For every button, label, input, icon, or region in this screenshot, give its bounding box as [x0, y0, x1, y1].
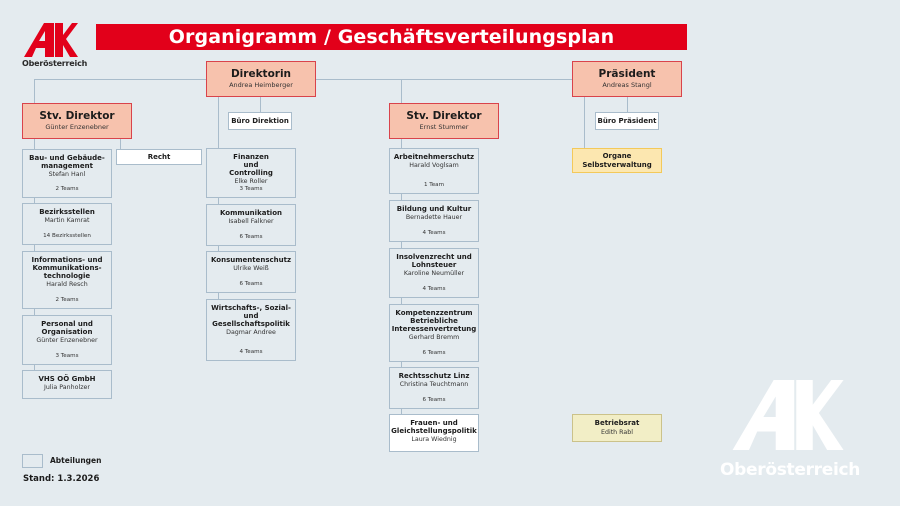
connector	[260, 97, 261, 112]
dept-count: 3 Teams	[239, 186, 263, 192]
stv-direktor-left-name: Günter Enzenebner	[45, 123, 109, 131]
dept-konsumentenschutz: Konsumentenschutz Ulrike Weiß 6 Teams	[206, 251, 296, 293]
dept-title: Kommunikation	[220, 209, 282, 217]
stand-date: Stand: 1.3.2026	[23, 474, 100, 484]
dept-head: Elke Roller	[234, 178, 268, 185]
dept-title: Personal und Organisation	[41, 320, 93, 336]
direktorin-title: Direktorin	[230, 68, 292, 80]
legend-swatch	[22, 454, 43, 468]
dept-title: Finanzen und Controlling	[229, 153, 273, 177]
buero-praesident-box: Büro Präsident	[595, 112, 659, 130]
connector	[316, 79, 573, 80]
dept-count: 2 Teams	[55, 186, 79, 192]
dept-ikt: Informations- und Kommunikations- techno…	[22, 251, 112, 309]
connector	[218, 97, 219, 148]
stv-direktor-left-title: Stv. Direktor	[39, 110, 115, 122]
direktorin-name: Andrea Heimberger	[229, 81, 293, 89]
dept-title: Bezirksstellen	[39, 208, 95, 216]
dept-head: Harald Resch	[46, 281, 88, 288]
dept-title: Informations- und Kommunikations- techno…	[31, 256, 103, 280]
organe-selbstverwaltung-box: Organe Selbstverwaltung	[572, 148, 662, 173]
dept-count: 6 Teams	[422, 350, 446, 356]
page-title: Organigramm / Geschäftsverteilungsplan	[168, 26, 615, 48]
dept-kompetenzzentrum: Kompetenzzentrum Betriebliche Interessen…	[389, 304, 479, 362]
dept-count: 4 Teams	[422, 286, 446, 292]
connector	[401, 79, 402, 103]
dept-head: Ulrike Weiß	[233, 265, 269, 272]
connector	[627, 97, 628, 112]
legend-label: Abteilungen	[50, 456, 102, 465]
betriebsrat-box: Betriebsrat Edith Rabl	[572, 414, 662, 442]
dept-head: Julia Panholzer	[44, 384, 90, 391]
direktorin-box: Direktorin Andrea Heimberger	[206, 61, 316, 97]
dept-rechtsschutz-linz: Rechtsschutz Linz Christina Teuchtmann 6…	[389, 367, 479, 409]
dept-title: Wirtschafts-, Sozial- und Gesellschaftsp…	[211, 304, 291, 328]
dept-count: 4 Teams	[422, 230, 446, 236]
dept-head: Karoline Neumüller	[403, 270, 465, 277]
buero-direktion-label: Büro Direktion	[231, 117, 289, 125]
dept-title: Rechtsschutz Linz	[398, 372, 470, 380]
watermark-subtitle: Oberösterreich	[720, 460, 861, 480]
dept-head: Laura Wiednig	[411, 436, 457, 443]
dept-title: Frauen- und Gleichstellungspolitik	[391, 419, 477, 435]
dept-count: 6 Teams	[239, 234, 263, 240]
dept-count: 1 Team	[423, 182, 445, 188]
dept-title: Kompetenzzentrum Betriebliche Interessen…	[391, 309, 477, 333]
connector	[120, 139, 121, 149]
dept-wirtschafts-sozial-gesellschaftspolitik: Wirtschafts-, Sozial- und Gesellschaftsp…	[206, 299, 296, 361]
dept-head: Gerhard Bremm	[408, 334, 460, 341]
dept-head: Harald Voglsam	[409, 162, 459, 169]
dept-head: Bernadette Hauer	[405, 214, 463, 221]
dept-title: Bau- und Gebäude- management	[29, 154, 105, 170]
dept-vhs-ooe: VHS OÖ GmbH Julia Panholzer	[22, 370, 112, 399]
recht-label: Recht	[147, 153, 171, 161]
page-title-bar: Organigramm / Geschäftsverteilungsplan	[96, 24, 687, 50]
stv-direktor-right-box: Stv. Direktor Ernst Stummer	[389, 103, 499, 139]
betriebsrat-name: Edith Rabl	[600, 429, 634, 436]
dept-head: Isabell Falkner	[228, 218, 274, 225]
dept-bau-gebaeudemanagement: Bau- und Gebäude- management Stefan Hanl…	[22, 149, 112, 198]
praesident-name: Andreas Stangl	[602, 81, 652, 89]
recht-box: Recht	[116, 149, 202, 165]
dept-title: VHS OÖ GmbH	[38, 375, 96, 383]
dept-head: Dagmar Andree	[226, 329, 276, 336]
stv-direktor-right-name: Ernst Stummer	[419, 123, 469, 131]
dept-head: Stefan Hanl	[48, 171, 86, 178]
praesident-title: Präsident	[598, 68, 656, 80]
betriebsrat-title: Betriebsrat	[594, 419, 640, 427]
ak-logo-icon	[24, 23, 78, 57]
buero-direktion-box: Büro Direktion	[228, 112, 292, 130]
dept-count: 3 Teams	[55, 353, 79, 359]
dept-finanzen-controlling: Finanzen und Controlling Elke Roller 3 T…	[206, 148, 296, 198]
logo-subtitle: Oberösterreich	[22, 59, 88, 68]
buero-praesident-label: Büro Präsident	[597, 117, 657, 125]
organe-label: Organe Selbstverwaltung	[582, 152, 652, 169]
stv-direktor-right-title: Stv. Direktor	[406, 110, 482, 122]
ak-logo-watermark-icon	[732, 380, 844, 450]
dept-count: 6 Teams	[239, 281, 263, 287]
dept-title: Insolvenzrecht und Lohnsteuer	[396, 253, 472, 269]
praesident-box: Präsident Andreas Stangl	[572, 61, 682, 97]
dept-count: 2 Teams	[55, 297, 79, 303]
stv-direktor-left-box: Stv. Direktor Günter Enzenebner	[22, 103, 132, 139]
dept-head: Christina Teuchtmann	[399, 381, 469, 388]
dept-count: 14 Bezirksstellen	[43, 233, 91, 239]
dept-frauen-gleichstellungspolitik: Frauen- und Gleichstellungspolitik Laura…	[389, 414, 479, 452]
dept-count: 6 Teams	[422, 397, 446, 403]
connector	[584, 97, 585, 148]
dept-personal-organisation: Personal und Organisation Günter Enzeneb…	[22, 315, 112, 365]
dept-head: Günter Enzenebner	[36, 337, 98, 344]
connector	[34, 79, 35, 103]
dept-title: Konsumentenschutz	[210, 256, 292, 264]
dept-count: 4 Teams	[239, 349, 263, 355]
connector	[34, 79, 206, 80]
dept-arbeitnehmerschutz: Arbeitnehmerschutz Harald Voglsam 1 Team	[389, 148, 479, 194]
dept-head: Martin Kamrat	[44, 217, 90, 224]
dept-title: Bildung und Kultur	[396, 205, 472, 213]
dept-bezirksstellen: Bezirksstellen Martin Kamrat 14 Bezirkss…	[22, 203, 112, 245]
dept-insolvenzrecht-lohnsteuer: Insolvenzrecht und Lohnsteuer Karoline N…	[389, 248, 479, 298]
dept-bildung-kultur: Bildung und Kultur Bernadette Hauer 4 Te…	[389, 200, 479, 242]
dept-kommunikation: Kommunikation Isabell Falkner 6 Teams	[206, 204, 296, 246]
dept-title: Arbeitnehmerschutz	[393, 153, 475, 161]
